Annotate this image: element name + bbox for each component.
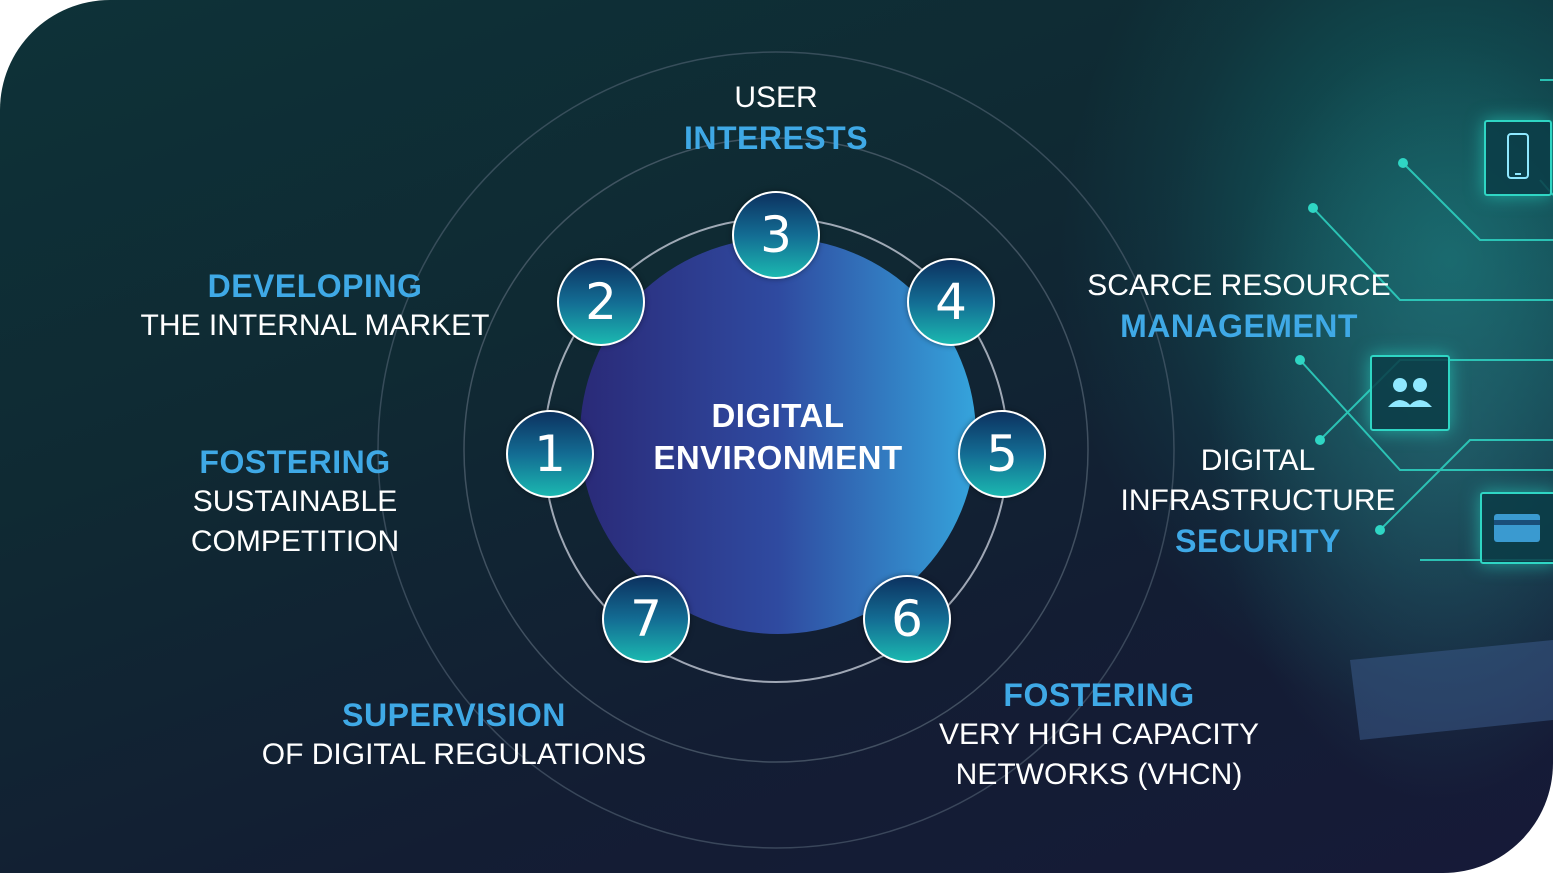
node-2: 2 bbox=[557, 258, 645, 346]
label-6: FOSTERING VERY HIGH CAPACITY NETWORKS (V… bbox=[930, 675, 1268, 795]
label-3: USER INTERESTS bbox=[626, 78, 926, 158]
credit-card-icon bbox=[1480, 492, 1553, 564]
label-2: DEVELOPING THE INTERNAL MARKET bbox=[125, 266, 505, 346]
label-7-line-1: SUPERVISION bbox=[342, 697, 566, 733]
node-4: 4 bbox=[907, 258, 995, 346]
users-icon bbox=[1370, 355, 1450, 431]
circuit-nodes bbox=[1295, 158, 1408, 535]
label-1-line-1: FOSTERING bbox=[199, 444, 391, 480]
label-7: SUPERVISION OF DIGITAL REGULATIONS bbox=[250, 695, 658, 775]
outer-ring bbox=[377, 51, 1175, 849]
tablet-shape bbox=[1350, 640, 1553, 740]
label-4-line-1: SCARCE RESOURCE bbox=[1087, 269, 1391, 302]
label-5-line-3: SECURITY bbox=[1175, 523, 1341, 559]
label-6-line-2: VERY HIGH CAPACITY bbox=[938, 718, 1260, 751]
label-7-line-2: OF DIGITAL REGULATIONS bbox=[261, 738, 647, 771]
label-5-line-1: DIGITAL bbox=[1200, 444, 1316, 477]
label-1-line-3: COMPETITION bbox=[190, 525, 400, 558]
smartphone-icon bbox=[1484, 120, 1552, 196]
middle-ring bbox=[463, 137, 1089, 763]
label-4: SCARCE RESOURCE MANAGEMENT bbox=[1080, 266, 1398, 346]
label-4-line-2: MANAGEMENT bbox=[1120, 308, 1358, 344]
node-1: 1 bbox=[506, 410, 594, 498]
label-6-line-1: FOSTERING bbox=[1003, 677, 1195, 713]
label-1: FOSTERING SUSTAINABLE COMPETITION bbox=[175, 442, 415, 562]
label-5: DIGITAL INFRASTRUCTURE SECURITY bbox=[1110, 441, 1406, 561]
label-3-line-1: USER bbox=[734, 81, 818, 114]
node-3: 3 bbox=[732, 191, 820, 279]
label-3-line-2: INTERESTS bbox=[683, 120, 869, 156]
core-label-line1: DIGITAL bbox=[711, 397, 845, 434]
core-label-line2: ENVIRONMENT bbox=[653, 439, 903, 476]
label-2-line-2: THE INTERNAL MARKET bbox=[140, 309, 490, 342]
label-5-line-2: INFRASTRUCTURE bbox=[1120, 484, 1396, 517]
label-2-line-1: DEVELOPING bbox=[207, 268, 423, 304]
node-6: 6 bbox=[863, 575, 951, 663]
node-7: 7 bbox=[602, 575, 690, 663]
label-1-line-2: SUSTAINABLE bbox=[192, 485, 398, 518]
node-5: 5 bbox=[958, 410, 1046, 498]
label-6-line-3: NETWORKS (VHCN) bbox=[955, 758, 1243, 791]
